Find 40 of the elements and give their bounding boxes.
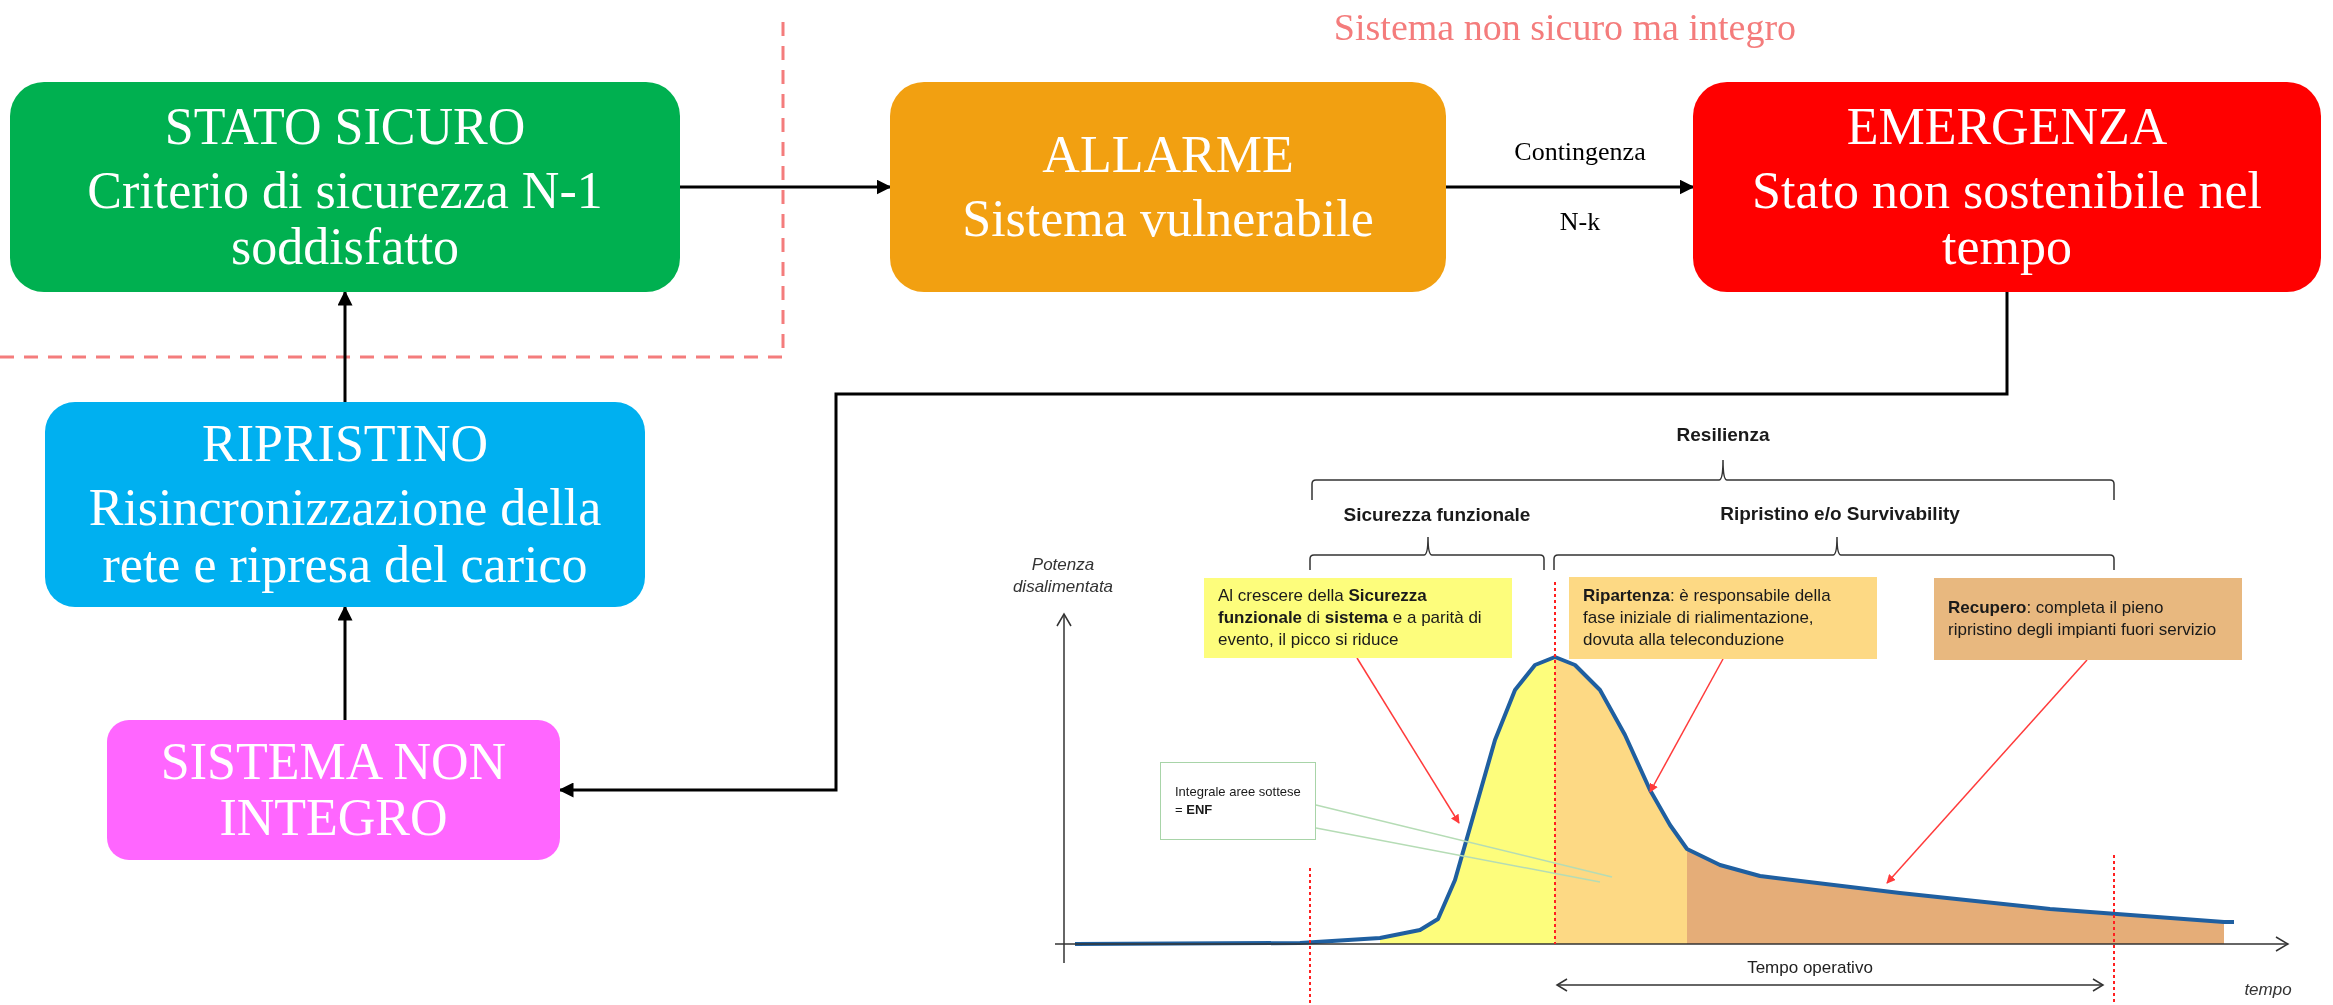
dimension-label: Tempo operativo — [1747, 957, 1873, 980]
state-title: RIPRISTINO — [202, 416, 488, 473]
arrow — [337, 605, 353, 720]
brace-label: Ripristino e/o Survivability — [1720, 501, 1960, 526]
callout-box — [1569, 577, 1877, 659]
note-text: Integrale aree sottese = ENF — [1175, 783, 1301, 819]
axis-label: tempo — [2244, 979, 2292, 1002]
state-title: SISTEMA NON INTEGRO — [159, 733, 508, 847]
leader-line — [1315, 827, 1601, 883]
axis-label: Potenza disalimentata — [1011, 553, 1115, 598]
note-box — [1160, 762, 1316, 840]
leader-line — [1886, 659, 2088, 884]
state-box — [890, 82, 1446, 292]
callout-box — [1204, 578, 1512, 658]
arrow — [680, 179, 892, 195]
state-description: Criterio di sicurezza N-1 soddisfatto — [86, 162, 604, 276]
state-description: Risincronizzazione della rete e ripresa del carico — [87, 480, 603, 593]
leader-line — [1649, 658, 1724, 793]
leader-line — [1356, 657, 1460, 824]
leader-line — [1315, 804, 1613, 878]
callout-text: Al crescere della Sicurezza funzionale di sistema e a parità di evento, il picco si riduce — [1218, 584, 1483, 652]
state-title: STATO SICURO — [164, 98, 526, 155]
state-title: EMERGENZA — [1846, 98, 2168, 155]
arrow — [337, 290, 353, 402]
state-description: Stato non sostenibile nel tempo — [1751, 162, 2263, 276]
callout-box — [1934, 578, 2242, 660]
state-description: Sistema vulnerabile — [962, 191, 1374, 248]
annotation-text: N-k — [1559, 205, 1601, 238]
state-box — [107, 720, 560, 860]
callout-text: Ripartenza: è responsabile della fase iniziale di rialimentazione, dovuta alla teleconduzione — [1583, 584, 1832, 652]
arrow — [1446, 179, 1695, 195]
state-box — [1693, 82, 2321, 292]
brace-label: Sicurezza funzionale — [1343, 502, 1531, 527]
arrow — [558, 292, 2009, 798]
callout-text: Recupero: completa il pieno ripristino degli impianti fuori servizio — [1948, 596, 2218, 641]
state-title: ALLARME — [1042, 126, 1294, 183]
region-label: Sistema non sicuro ma integro — [1333, 4, 1797, 50]
brace-label: Resilienza — [1676, 422, 1770, 447]
state-box — [10, 82, 680, 292]
state-box — [45, 402, 645, 607]
